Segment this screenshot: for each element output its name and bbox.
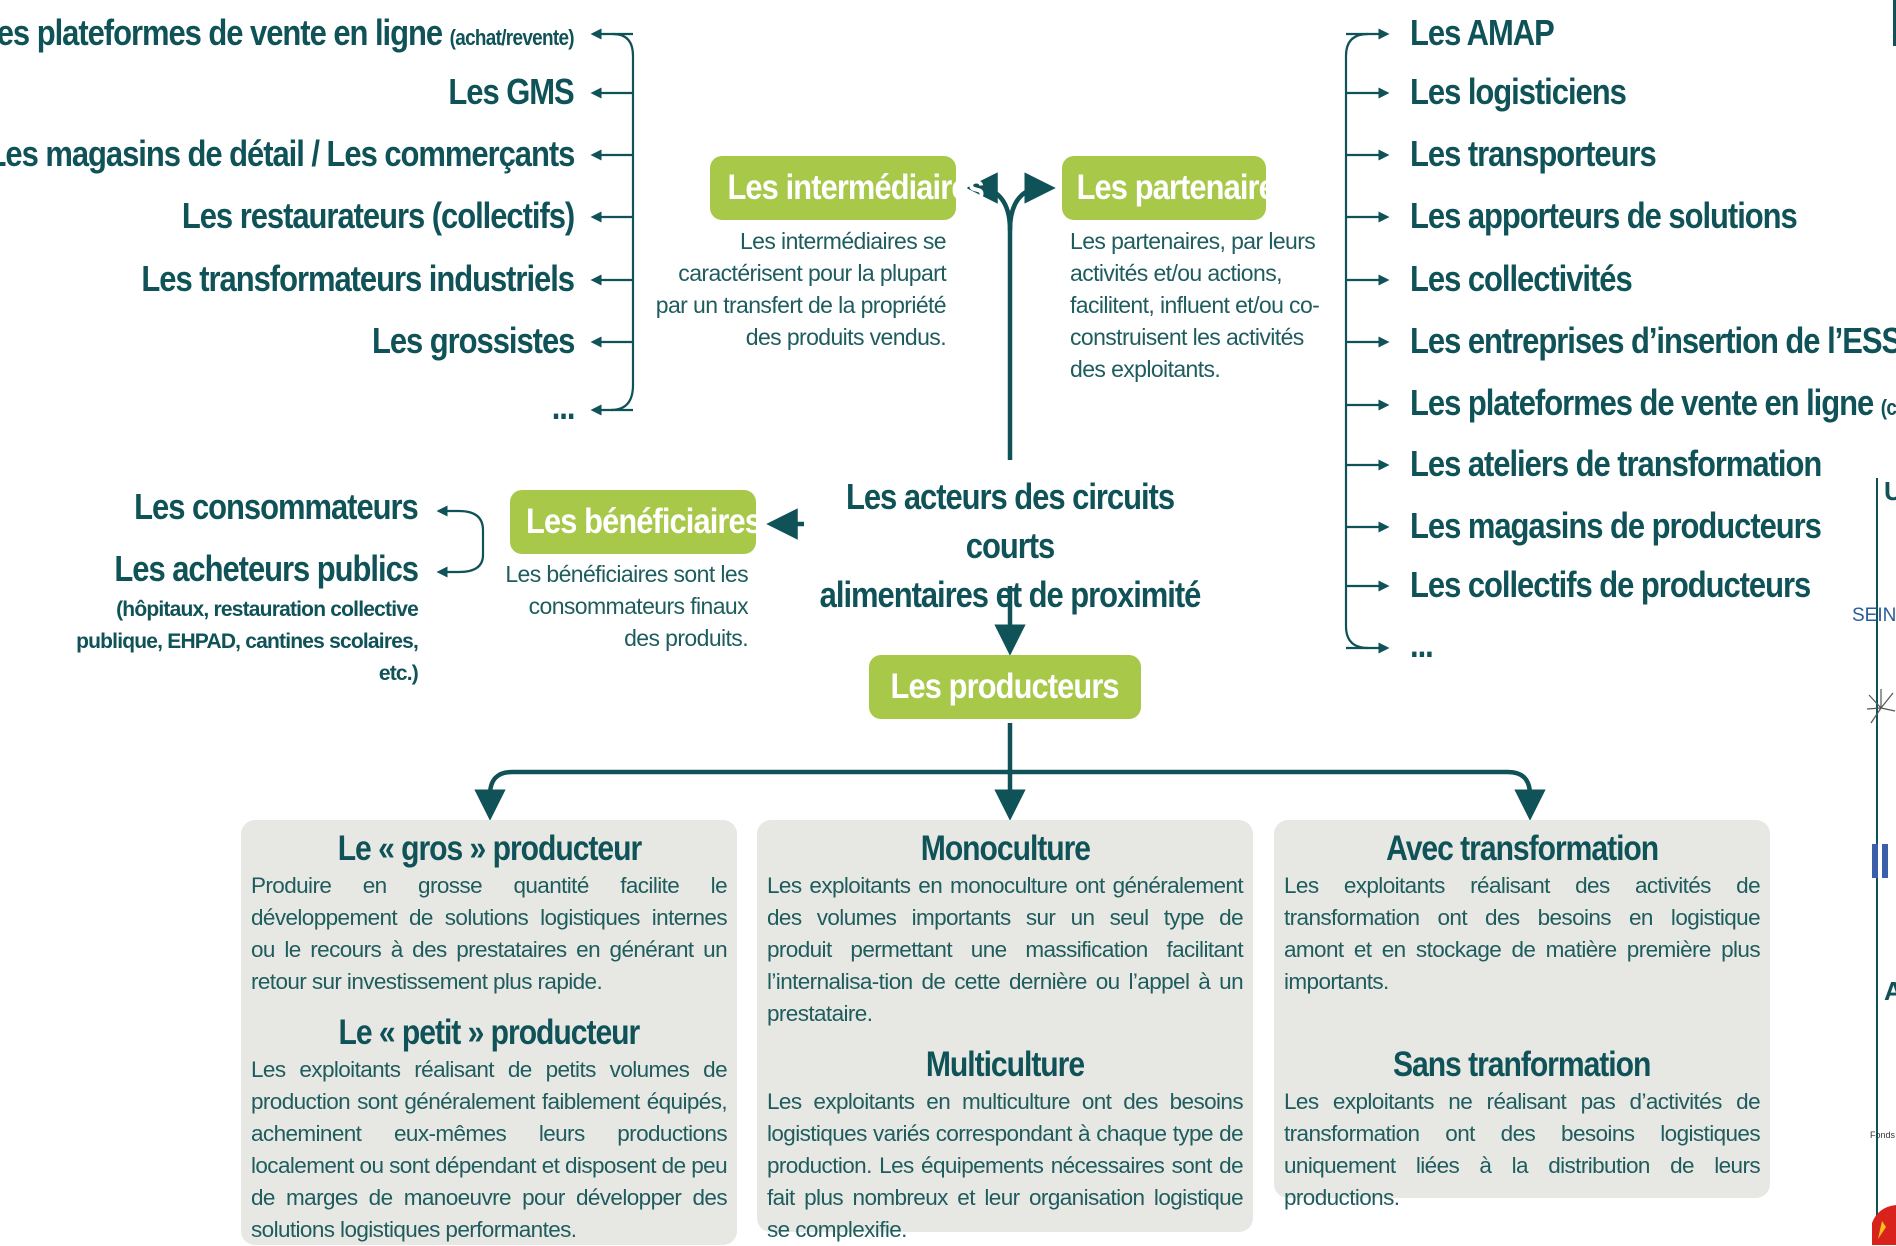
intermediaires-description: Les intermédiaires se caractérisent pour… (655, 228, 947, 350)
list-item: Les plateformes de vente en ligne (court… (1410, 382, 1896, 423)
edge-text-fragment: Ave (1884, 976, 1896, 1006)
card-taille: Le « gros » producteur Produire en gross… (241, 820, 737, 1245)
card-text: Les exploitants réalisant de petits volu… (251, 1057, 728, 1242)
card-text: Produire en grosse quantité facilite le … (251, 873, 728, 994)
card-title: Monoculture (920, 829, 1090, 868)
acheteurs-publics-note: (hôpitaux, restauration collective publi… (76, 598, 419, 685)
list-item: Les apporteurs de solutions (1410, 195, 1798, 236)
partenaires-pill: Les partenaires (1062, 156, 1292, 220)
list-item: Les grossistes (371, 320, 575, 361)
card-title: Multiculture (925, 1045, 1085, 1084)
list-item: Les collectivités (1410, 258, 1633, 299)
list-item: Les acheteurs publics (114, 548, 419, 589)
list-item: Les consommateurs (134, 486, 419, 527)
partner-logo-icon (1872, 844, 1888, 878)
edge-text-fragment: Fonds (1870, 1130, 1896, 1140)
card-text: Les exploitants réalisant des activités … (1284, 873, 1761, 994)
diagram-center-title: Les acteurs des circuits courts alimenta… (819, 476, 1202, 615)
list-item: Les magasins de détail / Les commerçants (0, 133, 575, 174)
card-title: Sans tranformation (1393, 1045, 1651, 1084)
list-item: Les GMS (448, 71, 575, 112)
edge-text-fragment: Une (1884, 476, 1896, 506)
list-item: Les entreprises d’insertion de l’ESS (1410, 320, 1896, 361)
list-item: Les logisticiens (1410, 71, 1627, 112)
list-item: Les transformateurs industriels (141, 258, 575, 299)
beneficiaires-pill: Les bénéficiaires (510, 490, 762, 554)
card-title: Avec transformation (1385, 829, 1659, 868)
card-transformation: Avec transformation Les exploitants réal… (1274, 820, 1770, 1210)
partenaires-description: Les partenaires, par leurs activités et/… (1070, 228, 1320, 382)
partner-logo-icon (1866, 689, 1896, 724)
card-title: Le « gros » producteur (337, 829, 641, 868)
list-item: Les restaurateurs (collectifs) (181, 195, 575, 236)
region-logo-icon (1872, 1205, 1896, 1245)
card-text: Les exploitants en multiculture ont des … (767, 1089, 1244, 1242)
card-culture: Monoculture Les exploitants en monocultu… (757, 820, 1253, 1242)
list-item: Les collectifs de producteurs (1410, 564, 1811, 605)
beneficiaires-description: Les bénéficiaires sont les consommateurs… (505, 561, 748, 651)
card-text: Les exploitants en monoculture ont génér… (767, 873, 1244, 1026)
list-item: ... (551, 386, 575, 427)
producteurs-pill: Les producteurs (869, 655, 1141, 719)
intermediaires-pill: Les intermédiaires (710, 156, 985, 220)
list-item: Les transporteurs (1410, 133, 1657, 174)
list-item: Les AMAP (1410, 12, 1555, 53)
list-item: Les plateformes de vente en ligne (achat… (0, 12, 575, 53)
edge-text-fragment: SEIN (1852, 605, 1896, 626)
list-item: ... (1410, 624, 1434, 665)
list-item: Les magasins de producteurs (1410, 505, 1822, 546)
card-title: Le « petit » producteur (338, 1013, 641, 1052)
list-item: Les ateliers de transformation (1410, 443, 1822, 484)
card-text: Les exploitants ne réalisant pas d’activ… (1284, 1089, 1761, 1210)
